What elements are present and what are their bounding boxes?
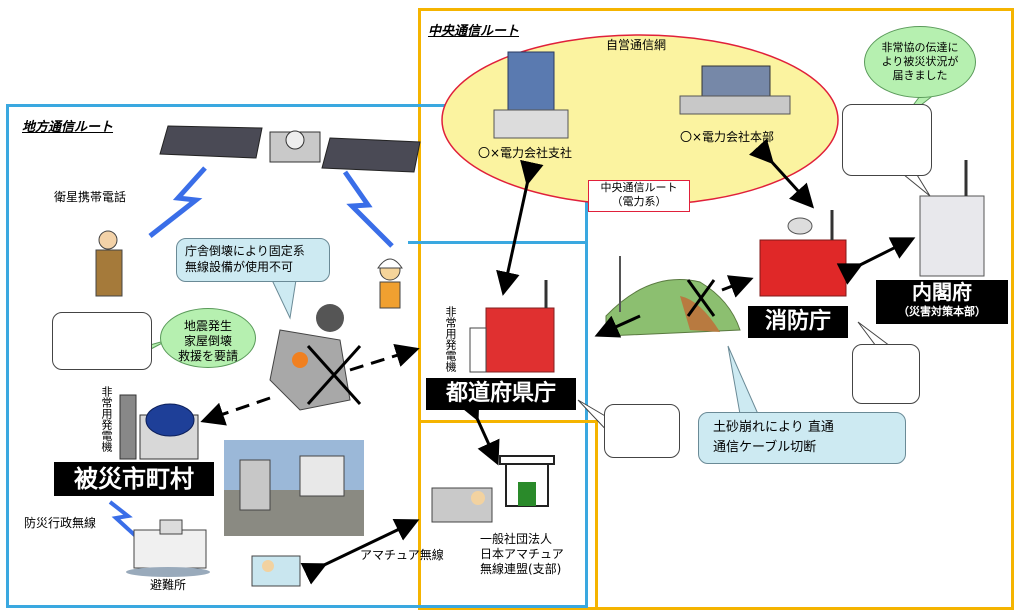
lightning-icon-left [148,166,207,238]
branch-office-label: 〇×電力会社支社 [478,146,573,160]
arrow-collapse-to-muni [200,396,271,426]
central-border-step-bottom [418,420,598,423]
central-route-power-line1: 中央通信ルート [600,181,678,194]
cross-mark-govt-2 [306,344,362,406]
arrow-amateur-radio [300,518,420,585]
earthquake-line1: 地震発生 [183,319,232,333]
jarl-building-icon [499,455,555,507]
fire-agency-building-icon [759,210,847,297]
arrow-landslide-fire [721,275,754,298]
private-network-label: 自営通信網 [606,38,667,52]
disaster-municipality-title: 被災市町村 [54,462,214,496]
amateur-radio-label: アマチュア無線 [360,548,444,562]
govt-collapse-line2: 無線設備が使用不可 [185,260,294,274]
collapsed-govt-building-icon [269,304,351,411]
cabinet-office-subtitle: （災害対策本部） [898,305,986,318]
central-border-step-right [595,420,598,610]
central-route-power-line2: （電力系） [611,195,667,208]
cabinet-office-title-box: 内閣府 （災害対策本部） [876,280,1008,324]
govt-collapse-callout: 庁舎倒壊により固定系 無線設備が使用不可 [176,238,330,282]
landslide-callout: 土砂崩れにより 直通 通信ケーブル切断 [698,412,906,464]
cabinet-office-title: 内閣府 [912,280,972,304]
worker-icon [377,258,403,309]
radio-operator-icon-bottom [251,555,301,587]
arrow-collapse-to-pref [349,343,420,372]
emergency-line3: 届きました [892,69,948,82]
central-border-step-left [418,244,421,422]
satellite-icon [159,125,421,173]
shelter-building-icon [126,519,210,577]
earthquake-line2: 家屋倒壊 [183,334,232,348]
emergency-callout: 非常協の伝達に より被災状況が 届きました [864,26,976,98]
prefecture-title: 都道府県庁 [426,378,576,410]
jarl-label-line1: 一般社団法人 [480,532,553,546]
meeting-room-frame [52,312,152,370]
fire-operator-frame [852,344,920,404]
sat-phone-label: 衛星携帯電話 [54,190,127,204]
fire-agency-title: 消防庁 [748,306,848,338]
cross-mark-landslide-2 [686,279,716,317]
arrow-branch-pref [496,159,544,296]
earthquake-damage-photo [224,440,364,536]
shelter-label: 避難所 [150,578,187,592]
municipal-building-icon [119,394,199,460]
radio-operator-icon-jarl [431,487,493,523]
person-sat-phone-icon [95,230,123,297]
local-border-step-right [585,241,588,423]
prefecture-building-icon [469,280,555,373]
jarl-label-line3: 無線連盟(支部) [480,562,562,576]
pref-operator-frame [604,404,680,458]
lightning-icon-bousai [108,500,142,542]
hq-office-label: 〇×電力会社本部 [680,130,775,144]
earthquake-callout: 地震発生 家屋倒壊 救援を要請 [160,308,256,368]
earthquake-line3: 救援を要請 [177,349,238,363]
emergency-line2: より被災状況が [881,55,959,68]
cabinet-office-building-icon [919,160,985,277]
lightning-icon-right [342,170,394,248]
arrow-fire-cabinet [836,237,916,285]
jarl-label-line2: 日本アマチュア [480,547,564,561]
callout-tail-landslide [727,345,759,415]
bousai-radio-label: 防災行政無線 [24,516,97,530]
govt-collapse-line1: 庁舎倒壊により固定系 [185,244,305,258]
arrow-landslide-pref [594,314,641,338]
central-route-title: 中央通信ルート [428,24,520,39]
generator-label-muni: 非常用発電機 [100,386,113,452]
hq-building-icon [679,65,791,115]
generator-label-pref: 非常用発電機 [444,306,457,372]
callout-tail-collapse [271,279,297,320]
branch-office-building-icon [493,51,569,139]
cabinet-operator-frame [842,104,932,176]
landslide-line1: 土砂崩れにより 直通 [713,420,834,435]
arrow-hq-fire [749,138,815,209]
frame-tail-fire-op [857,321,892,347]
arrow-pref-jarl [457,394,500,466]
emergency-line1: 非常協の伝達に [881,41,959,54]
central-route-power-box: 中央通信ルート （電力系） [588,180,690,212]
landslide-line2: 通信ケーブル切断 [713,440,817,455]
landslide-icon [605,256,741,337]
local-route-title: 地方通信ルート [22,120,114,135]
